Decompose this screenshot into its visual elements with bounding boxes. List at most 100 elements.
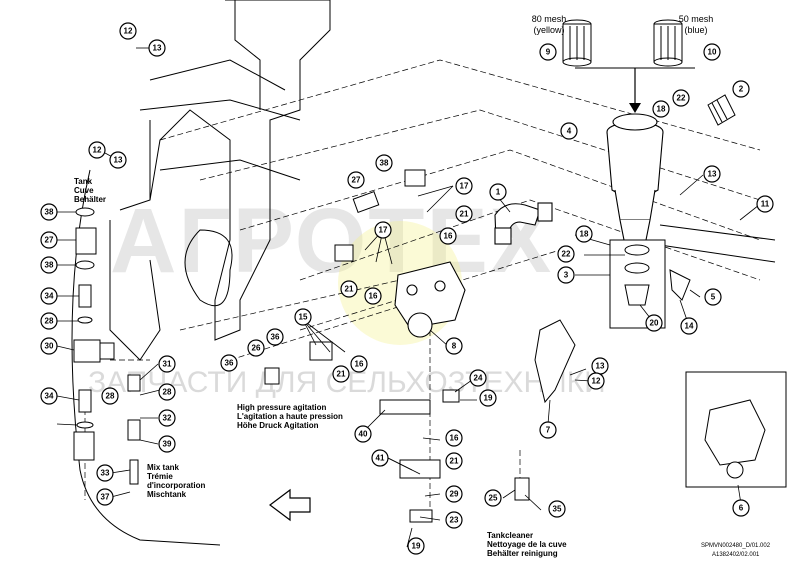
callout-31: 31 [158,355,176,373]
svg-text:5: 5 [711,293,716,302]
callout-9: 9 [539,43,557,61]
svg-text:21: 21 [460,210,469,219]
svg-text:16: 16 [369,292,378,301]
elbow-fitting [494,202,553,245]
callout-16b: 16 [364,287,382,305]
callout-21a: 21 [455,205,473,223]
svg-text:29: 29 [450,490,459,499]
callout-41: 41 [371,449,389,467]
callout-26: 26 [247,339,265,357]
tankcleaner-label-de: Behälter reinigung [487,549,558,558]
svg-text:30: 30 [45,342,54,351]
svg-text:25: 25 [489,494,498,503]
callout-32: 32 [158,409,176,427]
svg-text:9: 9 [546,48,551,57]
callout-28a: 28 [40,312,58,330]
callout-29: 29 [445,485,463,503]
callout-8: 8 [445,337,463,355]
callout-6: 6 [732,499,750,517]
callout-1: 1 [489,183,507,201]
callout-19a: 19 [479,389,497,407]
callout-36b: 36 [220,354,238,372]
svg-text:16: 16 [355,360,364,369]
svg-text:21: 21 [345,285,354,294]
svg-text:1: 1 [496,188,501,197]
callout-11: 11 [756,195,774,213]
tank-label-fr: Cuve [74,186,94,195]
callout-24: 24 [469,369,487,387]
mesh-80-label: 80 mesh [532,14,567,24]
svg-text:38: 38 [45,261,54,270]
svg-text:4: 4 [567,127,572,136]
svg-text:18: 18 [657,105,666,114]
svg-text:37: 37 [101,493,110,502]
callout-28b: 28 [101,387,119,405]
svg-text:24: 24 [474,374,483,383]
svg-text:6: 6 [739,504,744,513]
callout-34b: 34 [40,387,58,405]
callout-14: 14 [680,317,698,335]
inset-box [685,371,787,488]
svg-text:19: 19 [484,394,493,403]
svg-text:13: 13 [114,156,123,165]
callout-12a: 12 [119,22,137,40]
svg-text:10: 10 [708,48,717,57]
svg-text:22: 22 [677,94,686,103]
svg-text:13: 13 [153,44,162,53]
callout-3: 3 [557,266,575,284]
watermark-main: АГРОТЕХ [110,190,553,292]
svg-text:26: 26 [252,344,261,353]
callout-15: 15 [294,308,312,326]
svg-text:17: 17 [379,226,388,235]
svg-text:11: 11 [761,200,770,209]
svg-text:39: 39 [163,440,172,449]
callout-16d: 16 [445,429,463,447]
svg-text:27: 27 [45,236,54,245]
hpa-label-en: High pressure agitation [237,403,326,412]
svg-text:27: 27 [352,176,361,185]
callout-21c: 21 [332,365,350,383]
callout-17b: 17 [374,221,392,239]
callout-23: 23 [445,511,463,529]
filter-drain-valve [609,239,691,329]
svg-text:16: 16 [450,434,459,443]
callout-17a: 17 [455,177,473,195]
filter-arrow [575,67,695,113]
callout-30: 30 [40,337,58,355]
tank-label-de: Behälter [74,195,106,204]
central-valve-block [394,261,466,338]
svg-text:36: 36 [225,359,234,368]
svg-text:13: 13 [708,170,717,179]
callout-33: 33 [96,464,114,482]
callout-19b: 19 [407,537,425,555]
callout-7: 7 [539,421,557,439]
svg-text:41: 41 [376,454,385,463]
callout-13d: 13 [591,357,609,375]
callout-20: 20 [645,314,663,332]
mesh-80-yellow [562,19,592,67]
drawing-ref: SPMVN002480_D/01.002 [701,543,771,549]
svg-text:38: 38 [380,159,389,168]
callout-13c: 13 [703,165,721,183]
callout-38b: 38 [40,256,58,274]
svg-text:14: 14 [685,322,694,331]
svg-text:34: 34 [45,392,54,401]
svg-text:18: 18 [580,230,589,239]
tankcleaner-label-en: Tankcleaner [487,531,533,540]
callout-5: 5 [704,288,722,306]
svg-text:2: 2 [739,85,744,94]
callout-38c: 38 [375,154,393,172]
callout-10: 10 [703,43,721,61]
drawing-ref-2: A1382402/02.001 [712,552,760,558]
callout-35: 35 [548,500,566,518]
svg-text:7: 7 [546,426,551,435]
callout-40: 40 [354,425,372,443]
callout-16c: 16 [350,355,368,373]
svg-text:40: 40 [359,430,368,439]
callout-12c: 12 [587,372,605,390]
filter-assembly [606,113,664,246]
svg-text:19: 19 [412,542,421,551]
svg-text:31: 31 [163,360,172,369]
svg-text:12: 12 [124,27,133,36]
